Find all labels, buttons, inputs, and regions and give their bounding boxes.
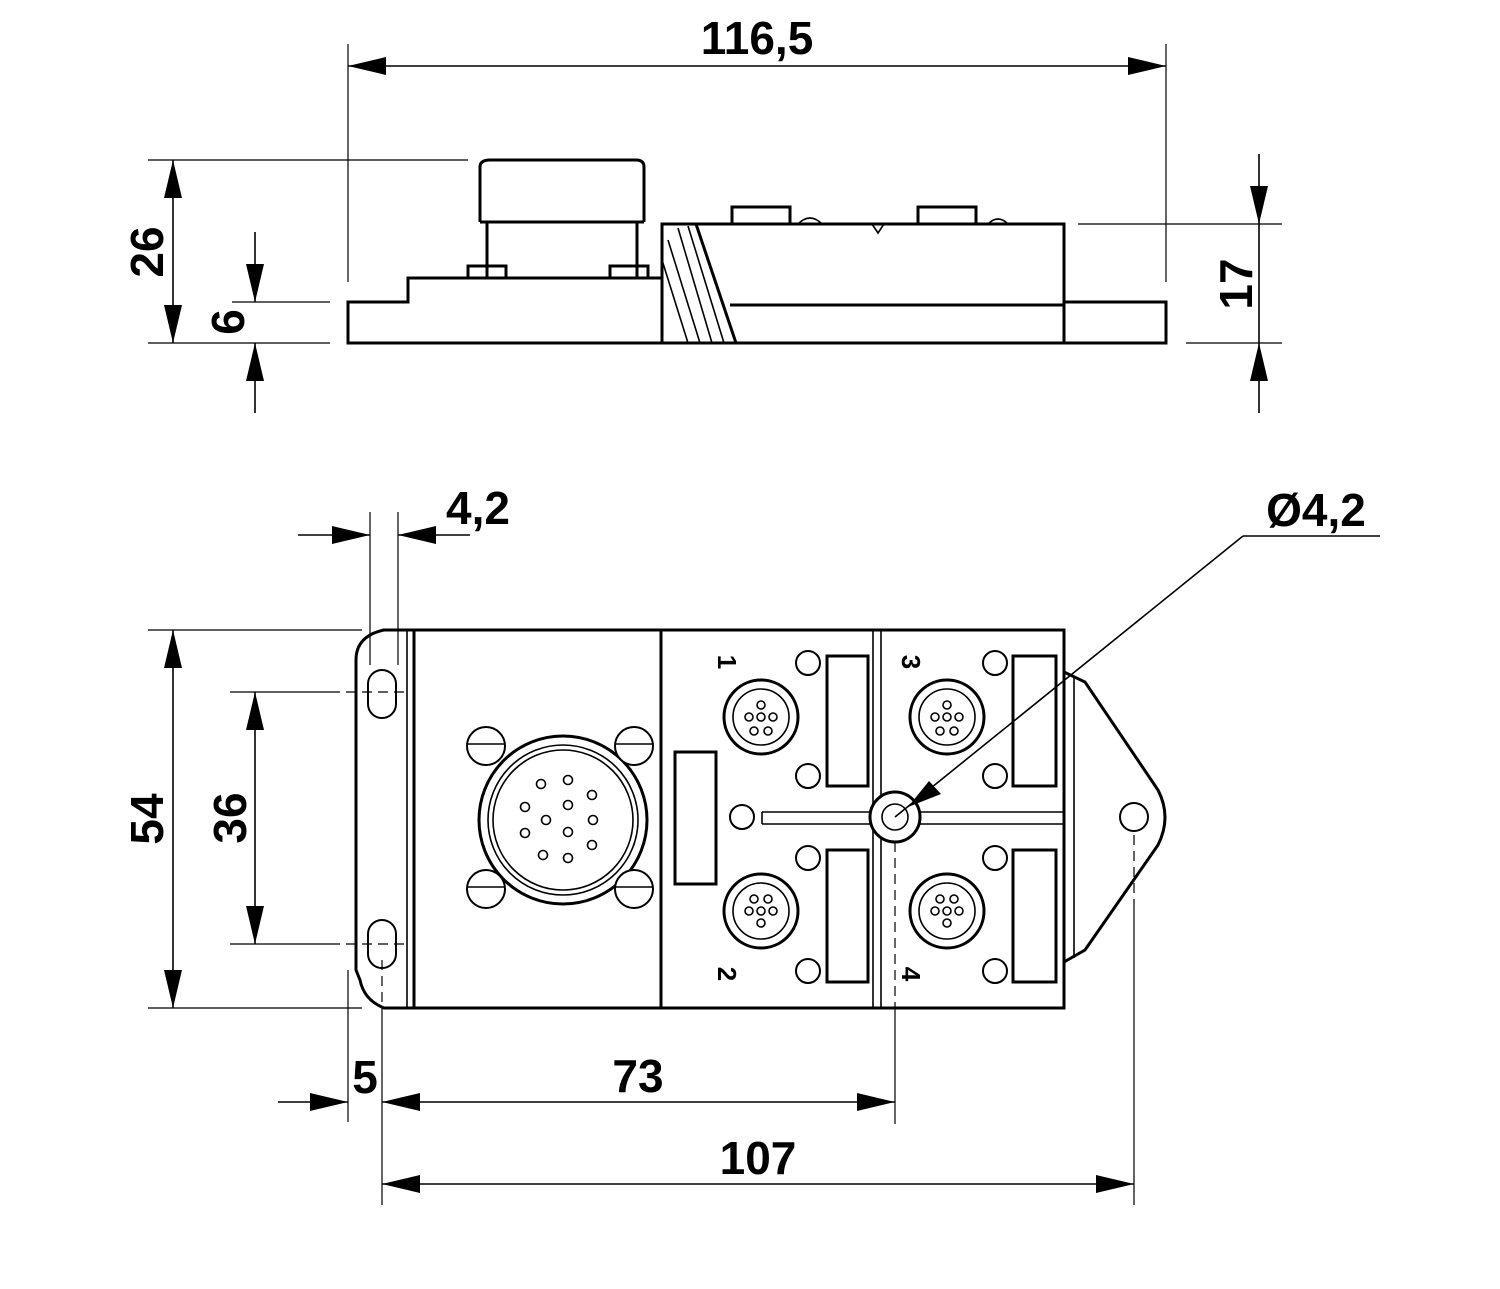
label-base-height: 6 [202, 309, 254, 335]
label-window [673, 750, 718, 886]
label-width: 54 [121, 793, 173, 845]
right-flange-tab [1063, 670, 1167, 964]
port-number-3: 3 [896, 655, 926, 669]
port-4: 4 [896, 845, 1058, 984]
side-port-housing [660, 222, 1066, 343]
side-right-flange [662, 300, 1168, 345]
dim-hole-center-distance: 107 [382, 835, 1135, 1205]
dim-edge-offset: 5 [278, 960, 420, 1205]
label-slot-width: 4,2 [446, 482, 510, 534]
side-view [346, 158, 1168, 345]
port-number-2: 2 [712, 967, 742, 981]
dim-hole-diameter: Ø4,2 [894, 484, 1380, 818]
dim-base-height: 6 [202, 232, 330, 413]
side-base-plate [346, 276, 664, 345]
side-main-connector [478, 158, 646, 222]
label-edge-offset: 5 [352, 1051, 378, 1103]
dim-overall-length: 116,5 [347, 12, 1167, 282]
dim-port-offset: 73 [382, 842, 896, 1124]
port-2: 2 [712, 845, 870, 984]
flange-mounting-hole [1119, 802, 1149, 832]
port-1: 1 [712, 650, 870, 789]
top-body-outline [354, 628, 1066, 1010]
port-number-1: 1 [712, 655, 742, 669]
label-overall-length: 116,5 [701, 12, 814, 64]
top-view: 1 2 [354, 628, 1167, 1010]
dim-width: 54 [121, 629, 362, 1009]
label-housing-height: 17 [1210, 258, 1262, 309]
dim-overall-height: 26 [121, 159, 468, 344]
label-port-offset: 73 [612, 1050, 663, 1102]
mounting-slot-top [367, 669, 397, 719]
label-hole-center-distance: 107 [720, 1132, 797, 1184]
label-hole-spacing: 36 [204, 792, 256, 843]
port-number-4: 4 [896, 967, 926, 982]
dim-hole-spacing: 36 [204, 691, 410, 945]
screw-heads [466, 726, 654, 909]
dim-housing-height: 17 [1078, 154, 1282, 413]
main-connector [477, 734, 649, 906]
port-3: 3 [896, 650, 1058, 789]
dim-slot-width: 4,2 [298, 482, 510, 665]
label-hole-diameter: Ø4,2 [1266, 484, 1366, 536]
label-overall-height: 26 [121, 226, 173, 277]
